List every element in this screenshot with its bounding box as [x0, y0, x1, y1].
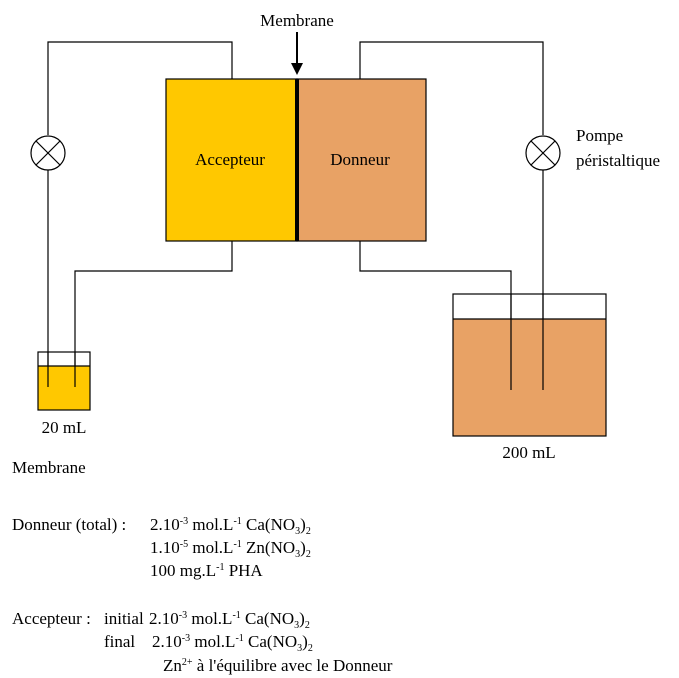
- pump-label-line2: péristaltique: [576, 151, 660, 170]
- acceptor-line-3: Zn2+ à l'équilibre avec le Donneur: [163, 656, 393, 675]
- legend-title: Membrane: [12, 458, 86, 477]
- acceptor-label: Accepteur: [195, 150, 265, 169]
- tube-right-top: [359, 41, 544, 135]
- membrane-bar: [295, 79, 299, 241]
- acceptor-compartment: [165, 78, 298, 242]
- membrane-arrow-head: [291, 63, 303, 75]
- small-vial-volume: 20 mL: [42, 418, 87, 437]
- acceptor-initial-word: initial: [104, 609, 144, 628]
- pump-left-icon: [30, 135, 66, 171]
- acceptor-line-2: 2.10-3 mol.L-1 Ca(NO3)2: [152, 632, 313, 654]
- large-beaker: [452, 293, 607, 437]
- tube-left-top: [47, 41, 233, 135]
- tubing: [47, 41, 544, 390]
- flow-cell-diagram: Accepteur Donneur Membrane Pompe pérista…: [30, 11, 660, 462]
- donor-legend-label: Donneur (total) :: [12, 515, 127, 534]
- donor-compartment: [296, 78, 427, 242]
- tube-left-bottom: [74, 241, 233, 387]
- acceptor-final-word: final: [104, 632, 136, 651]
- donor-line-1: 2.10-3 mol.L-1 Ca(NO3)2: [150, 515, 311, 537]
- donor-line-3: 100 mg.L-1 PHA: [150, 561, 263, 580]
- donor-line-2: 1.10-5 mol.L-1 Zn(NO3)2: [150, 538, 311, 560]
- donor-label: Donneur: [330, 150, 390, 169]
- pump-label-line1: Pompe: [576, 126, 623, 145]
- acceptor-legend-label: Accepteur :: [12, 609, 91, 628]
- pump-right-icon: [525, 135, 561, 171]
- large-beaker-volume: 200 mL: [502, 443, 555, 462]
- small-vial: [37, 351, 91, 411]
- acceptor-line-1: 2.10-3 mol.L-1 Ca(NO3)2: [149, 609, 310, 631]
- membrane-top-label: Membrane: [260, 11, 334, 30]
